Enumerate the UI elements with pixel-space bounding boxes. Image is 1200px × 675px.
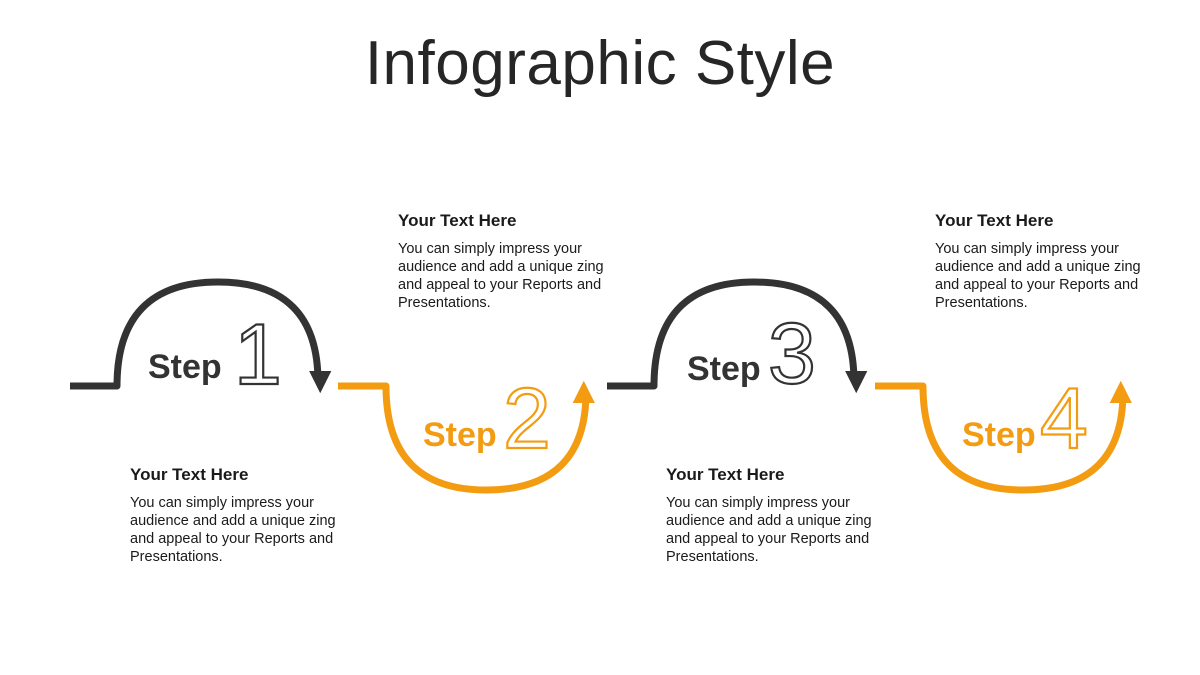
step-1-text-block: Your Text Here You can simply impress yo… [130, 465, 345, 566]
step-4-text-block: Your Text Here You can simply impress yo… [935, 211, 1150, 312]
step-2-body: You can simply impress your audience and… [398, 241, 604, 311]
step-4-connector [875, 380, 1132, 494]
page-title: Infographic Style [364, 29, 836, 98]
step-2-word: Step [423, 416, 497, 454]
step-3-text-block: Your Text Here You can simply impress yo… [666, 465, 881, 566]
step-3-heading: Your Text Here [666, 465, 785, 484]
step-3-number: 3 [768, 306, 816, 402]
step-2-connector [338, 380, 595, 494]
step-1-connector [70, 278, 332, 394]
step-4-word: Step [962, 416, 1036, 454]
step-3-word: Step [687, 350, 761, 388]
step-1-number: 1 [234, 307, 282, 403]
step-4-number: 4 [1040, 371, 1088, 467]
step-1-body: You can simply impress your audience and… [130, 495, 336, 565]
step-2-heading: Your Text Here [398, 211, 517, 230]
step-3-connector [607, 278, 868, 394]
step-4-body: You can simply impress your audience and… [935, 241, 1141, 311]
step-3-body: You can simply impress your audience and… [666, 495, 872, 565]
step-1-heading: Your Text Here [130, 465, 249, 484]
step-4-heading: Your Text Here [935, 211, 1054, 230]
step-2-number: 2 [503, 371, 551, 467]
step-1-word: Step [148, 348, 222, 386]
step-2-text-block: Your Text Here You can simply impress yo… [398, 211, 613, 312]
